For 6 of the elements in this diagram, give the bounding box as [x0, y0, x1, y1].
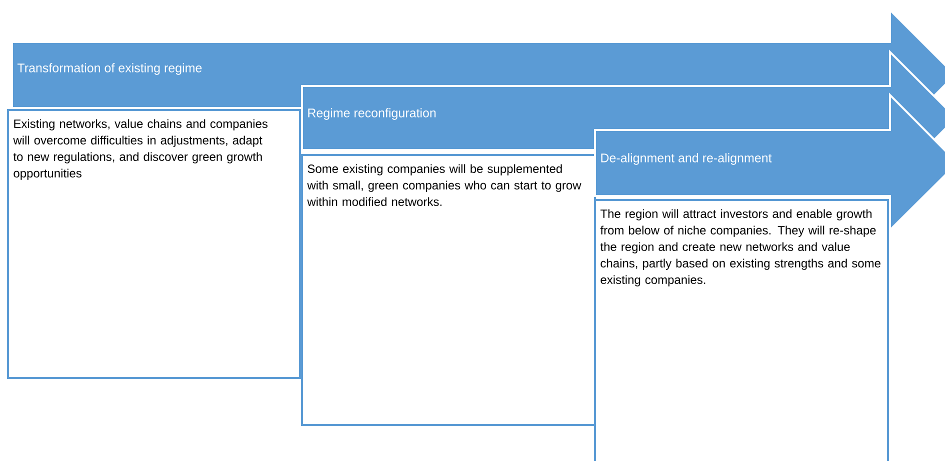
node-label: De-alignment and re-alignment [601, 153, 772, 165]
text-box: The region will attract investors and enable growth from below of niche companies. They will re-shape the region and create new networks and value chains, partly based on existing strengths and some existing companies. [594, 199, 889, 461]
text-box: Some existing companies will be supplemented with small, green companies who can start to grow within modified networks. [301, 154, 596, 426]
text-box: Existing networks, value chains and companies will overcome difficulties in adjustments, adapt to new regulations, and discover green growth opportunities [7, 109, 301, 379]
node-label: Regime reconfiguration [308, 108, 436, 120]
node-label: Transformation of existing regime [17, 63, 202, 75]
